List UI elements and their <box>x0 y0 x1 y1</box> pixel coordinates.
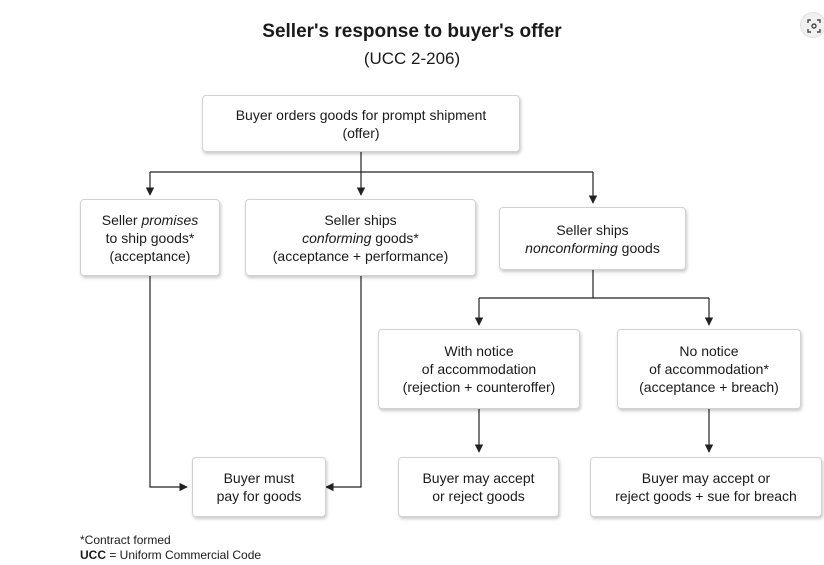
diagram-subtitle: (UCC 2-206) <box>363 49 461 68</box>
node-nonconforming: Seller ships nonconforming goods <box>499 207 686 270</box>
footnote-ucc-def: = Uniform Commercial Code <box>106 548 262 562</box>
node-conforming: Seller ships conforming goods* (acceptan… <box>245 199 476 276</box>
node-promise-pre: Seller <box>101 211 142 228</box>
screen-capture-icon <box>807 19 821 33</box>
node-must-pay-line2: pay for goods <box>216 488 302 504</box>
node-nonconforming-line1: Seller ships <box>556 221 629 238</box>
arrow-promise-to-pay <box>149 276 188 492</box>
node-accept-reject-line2: or reject goods <box>432 488 525 504</box>
node-accept-reject-sue-line2: reject goods + sue for breach <box>615 488 797 504</box>
node-nonconforming-em: nonconforming <box>525 239 618 256</box>
node-offer-line1: Buyer orders goods for prompt shipment <box>235 106 487 123</box>
node-with-notice: With notice of accommodation (rejection … <box>378 329 580 409</box>
node-promise-line2: to ship goods* <box>105 229 195 246</box>
footnote-ucc: UCC = Uniform Commercial Code <box>80 548 261 563</box>
node-accept-reject-line1: Buyer may accept <box>422 470 535 486</box>
node-promise-line3: (acceptance) <box>109 247 191 264</box>
node-with-notice-line1: With notice <box>444 343 514 359</box>
node-conforming-em: conforming <box>302 229 372 246</box>
node-no-notice-line1: No notice <box>679 343 739 359</box>
node-with-notice-line3: (rejection + counteroffer) <box>402 379 556 395</box>
node-accept-reject-sue-line1: Buyer may accept or <box>641 470 771 486</box>
node-conforming-line3: (acceptance + performance) <box>272 247 449 264</box>
node-nonconforming-post: goods <box>617 239 660 256</box>
node-conforming-line1: Seller ships <box>324 211 397 228</box>
node-no-notice: No notice of accommodation* (acceptance … <box>617 329 801 409</box>
node-seller-promises: Seller promises to ship goods* (acceptan… <box>80 199 220 276</box>
node-accept-reject-sue: Buyer may accept or reject goods + sue f… <box>590 457 822 517</box>
node-no-notice-line2: of accommodation* <box>649 361 769 377</box>
arrow-conforming-to-pay <box>325 276 362 492</box>
node-offer: Buyer orders goods for prompt shipment (… <box>202 95 520 152</box>
node-buyer-must-pay: Buyer must pay for goods <box>192 457 326 517</box>
diagram-title: Seller's response to buyer's offer <box>262 21 562 42</box>
screen-capture-button[interactable] <box>800 12 824 38</box>
node-no-notice-line3: (acceptance + breach) <box>639 379 779 395</box>
node-must-pay-line1: Buyer must <box>223 470 295 486</box>
node-offer-line2: (offer) <box>342 124 380 141</box>
node-accept-or-reject: Buyer may accept or reject goods <box>398 457 559 517</box>
footnote-ucc-abbr: UCC <box>80 548 106 562</box>
footnote-contract-formed: *Contract formed <box>80 533 171 547</box>
node-with-notice-line2: of accommodation <box>421 361 537 377</box>
node-promise-em: promises <box>141 211 199 228</box>
node-conforming-post: goods* <box>371 229 419 246</box>
